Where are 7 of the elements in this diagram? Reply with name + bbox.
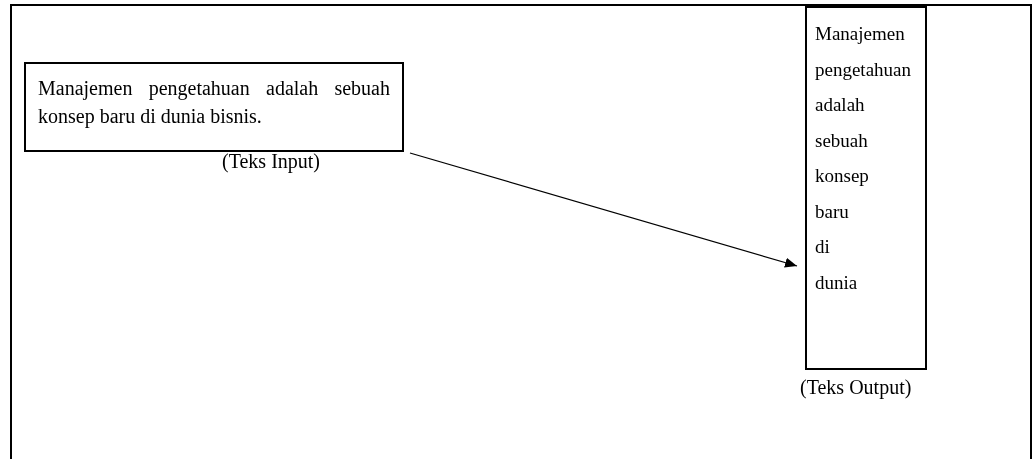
box-text: Manajemen pengetahuan adalah sebuah konsep baru di dunia	[815, 22, 912, 295]
text-box	[805, 6, 927, 370]
node-label: (Teks Output)	[800, 376, 912, 399]
arrow	[409, 152, 798, 268]
text-box	[24, 62, 404, 152]
box-text: Manajemen pengetahuan adalah sebuah konsep baru di dunia bisnis.	[38, 76, 390, 130]
node-label: (Teks Input)	[222, 150, 321, 173]
